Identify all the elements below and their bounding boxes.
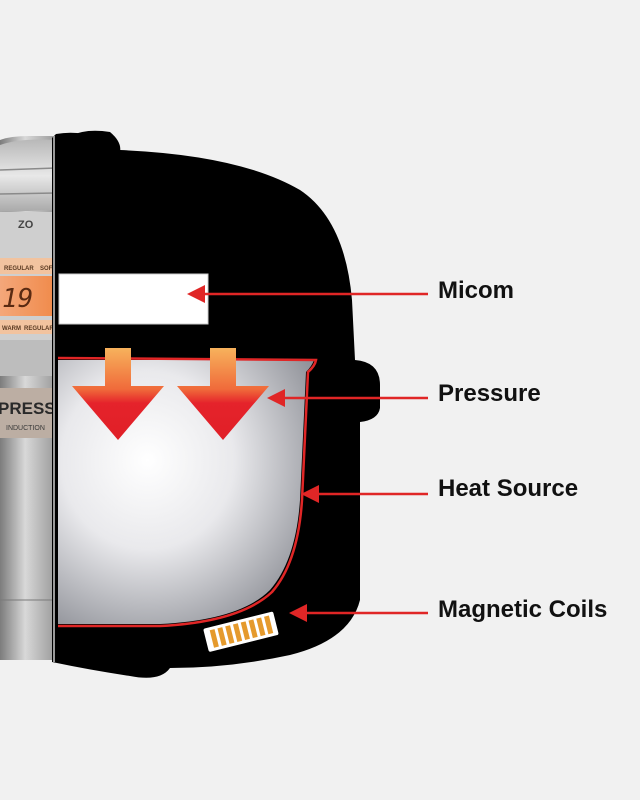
mode-label-warm: WARM bbox=[2, 326, 21, 332]
pressure-arrows bbox=[72, 348, 269, 440]
display-digits: 19 bbox=[2, 284, 33, 314]
pressure-badge bbox=[0, 388, 56, 438]
callout-heat-source bbox=[301, 485, 428, 503]
micom-board bbox=[58, 273, 209, 325]
label-pressure: Pressure bbox=[438, 380, 541, 407]
mode-label-regular-top: REGULAR bbox=[4, 266, 34, 272]
badge-main-text: PRESSU bbox=[0, 399, 68, 418]
pressure-arrow-right bbox=[177, 348, 269, 440]
cooker-exterior-section: ZO REGULAR SOF 19 WARM REGULAR PRESSU IN… bbox=[0, 136, 68, 660]
badge-sub-text: INDUCTION bbox=[6, 425, 45, 432]
label-heat-source: Heat Source bbox=[438, 475, 579, 502]
callout-magnetic-coils bbox=[289, 604, 428, 622]
pressure-arrow-left bbox=[72, 348, 164, 440]
label-micom: Micom bbox=[438, 277, 515, 304]
label-magnetic-coils: Magnetic Coils bbox=[438, 596, 608, 623]
callout-pressure bbox=[267, 389, 428, 407]
callout-micom bbox=[187, 285, 428, 303]
magnetic-coils bbox=[203, 611, 279, 652]
mode-label-soft-top: SOF bbox=[40, 266, 53, 272]
mode-label-regular-bottom: REGULAR bbox=[24, 326, 54, 332]
heat-source-outline bbox=[57, 356, 318, 628]
control-display bbox=[0, 276, 56, 316]
brand-logo-text: ZO bbox=[18, 219, 34, 231]
